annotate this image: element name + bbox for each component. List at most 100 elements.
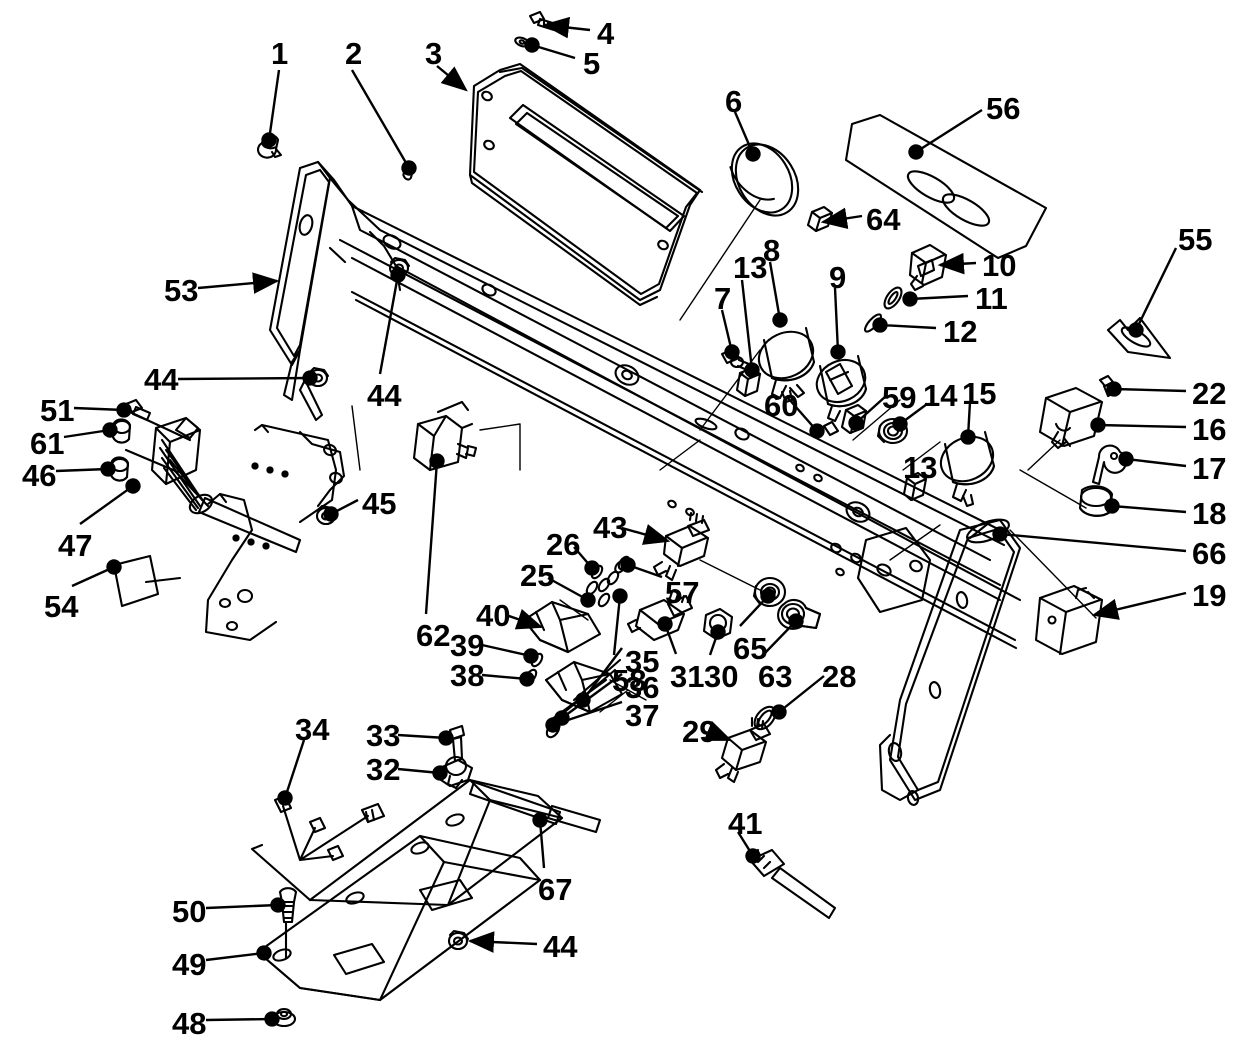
callout-label-36: 36 — [625, 670, 660, 705]
callout-label-8: 8 — [763, 233, 781, 268]
part-7-fastener — [720, 347, 751, 372]
callout-label-47: 47 — [58, 528, 93, 563]
callout-label-46: 46 — [22, 458, 57, 493]
callout-label-7: 7 — [714, 281, 732, 316]
callout-label-16: 16 — [1192, 412, 1227, 447]
part-13-block-b — [902, 471, 928, 502]
callout-label-31: 31 — [670, 659, 705, 694]
parts-35-36-37 — [545, 658, 622, 739]
callout-label-67: 67 — [538, 872, 573, 907]
part-34-terminals — [273, 794, 386, 862]
part-67-rod — [468, 780, 602, 834]
callout-label-58: 58 — [612, 663, 647, 698]
callout-label-33: 33 — [366, 718, 401, 753]
callout-label-44b: 44 — [367, 378, 402, 413]
callout-label-1: 1 — [271, 36, 289, 71]
part-40-bracket — [522, 600, 602, 654]
callout-label-28: 28 — [822, 659, 857, 694]
part-18-knob — [1078, 485, 1114, 517]
part-49-tray — [250, 778, 564, 1002]
callout-label-59: 59 — [882, 380, 917, 415]
main-console-frame — [268, 160, 1022, 806]
callout-label-2: 2 — [345, 36, 363, 71]
part-15-gauge — [939, 430, 996, 508]
part-48-nut — [271, 1007, 297, 1028]
callout-label-57: 57 — [665, 575, 700, 610]
part-11-insert — [883, 286, 903, 310]
part-4-bolt — [528, 10, 558, 32]
callout-label-5: 5 — [583, 46, 601, 81]
callout-label-50: 50 — [172, 894, 207, 929]
callout-label-63: 63 — [758, 659, 793, 694]
callout-label-51: 51 — [40, 393, 75, 428]
part-51-bolt — [124, 398, 152, 422]
part-44-nut-a — [307, 366, 330, 388]
callout-label-41: 41 — [728, 806, 763, 841]
part-62-relay — [412, 400, 478, 472]
part-9-gauge — [815, 354, 868, 423]
parts-25-26-pin-row — [585, 560, 626, 608]
callout-label-12: 12 — [943, 314, 978, 349]
callout-label-13b: 13 — [903, 450, 938, 485]
callout-leader-lines — [55, 16, 1187, 1027]
callout-label-13a: 13 — [733, 250, 768, 285]
part-50-bolt — [278, 887, 298, 960]
callout-label-14: 14 — [923, 378, 958, 413]
callout-label-65: 65 — [733, 631, 768, 666]
callout-label-66: 66 — [1192, 536, 1227, 571]
mounting-bracket-behind — [204, 423, 346, 642]
part-66-plug — [966, 518, 1010, 544]
part-64-block — [806, 205, 834, 233]
part-63-bushing — [777, 598, 822, 630]
part-16-switch — [1038, 386, 1104, 450]
callout-label-15: 15 — [962, 376, 997, 411]
part-54-pad — [112, 554, 182, 608]
callout-label-38: 38 — [450, 658, 485, 693]
callout-label-22: 22 — [1192, 376, 1227, 411]
callout-label-4: 4 — [597, 16, 615, 51]
callout-label-55: 55 — [1178, 222, 1213, 257]
callout-label-61: 61 — [30, 426, 65, 461]
part-47-harness — [124, 410, 302, 554]
part-19-relay — [1034, 584, 1104, 656]
part-5-washer — [514, 36, 534, 48]
part-6-cap — [729, 142, 800, 217]
part-22-screw — [1098, 374, 1115, 398]
callout-label-39: 39 — [450, 628, 485, 663]
callout-label-25: 25 — [520, 558, 555, 593]
part-17-key — [1091, 444, 1127, 486]
callout-label-64: 64 — [866, 202, 901, 237]
part-8-gauge — [757, 326, 816, 404]
callout-label-32: 32 — [366, 752, 401, 787]
callout-label-6: 6 — [725, 84, 743, 119]
callout-label-18: 18 — [1192, 496, 1227, 531]
part-56-gasket — [844, 113, 1048, 260]
callout-label-43: 43 — [593, 510, 628, 545]
part-53-detail — [298, 378, 324, 422]
part-10-connector — [908, 243, 948, 292]
callout-label-53: 53 — [164, 273, 199, 308]
part-29-switch — [714, 716, 772, 784]
part-46-spacer — [109, 456, 130, 482]
hood-panel-3 — [468, 62, 704, 307]
callout-label-60: 60 — [764, 388, 799, 423]
callout-label-35: 35 — [625, 644, 660, 679]
part-59-block — [840, 403, 868, 435]
callout-label-10: 10 — [982, 248, 1017, 283]
callout-label-44a: 44 — [144, 362, 179, 397]
callout-label-54: 54 — [44, 589, 79, 624]
callout-label-45: 45 — [362, 486, 397, 521]
callout-label-26: 26 — [546, 527, 581, 562]
callout-label-9: 9 — [829, 260, 847, 295]
callout-label-40: 40 — [476, 598, 511, 633]
callout-label-37: 37 — [625, 698, 660, 733]
part-12-pin — [864, 313, 882, 333]
callout-label-30: 30 — [704, 659, 739, 694]
part-31-switch-body — [626, 590, 694, 642]
part-13-block-a — [735, 366, 762, 398]
reference-lines — [351, 199, 1097, 713]
callout-label-29: 29 — [682, 714, 717, 749]
part-41-cable — [748, 848, 837, 920]
